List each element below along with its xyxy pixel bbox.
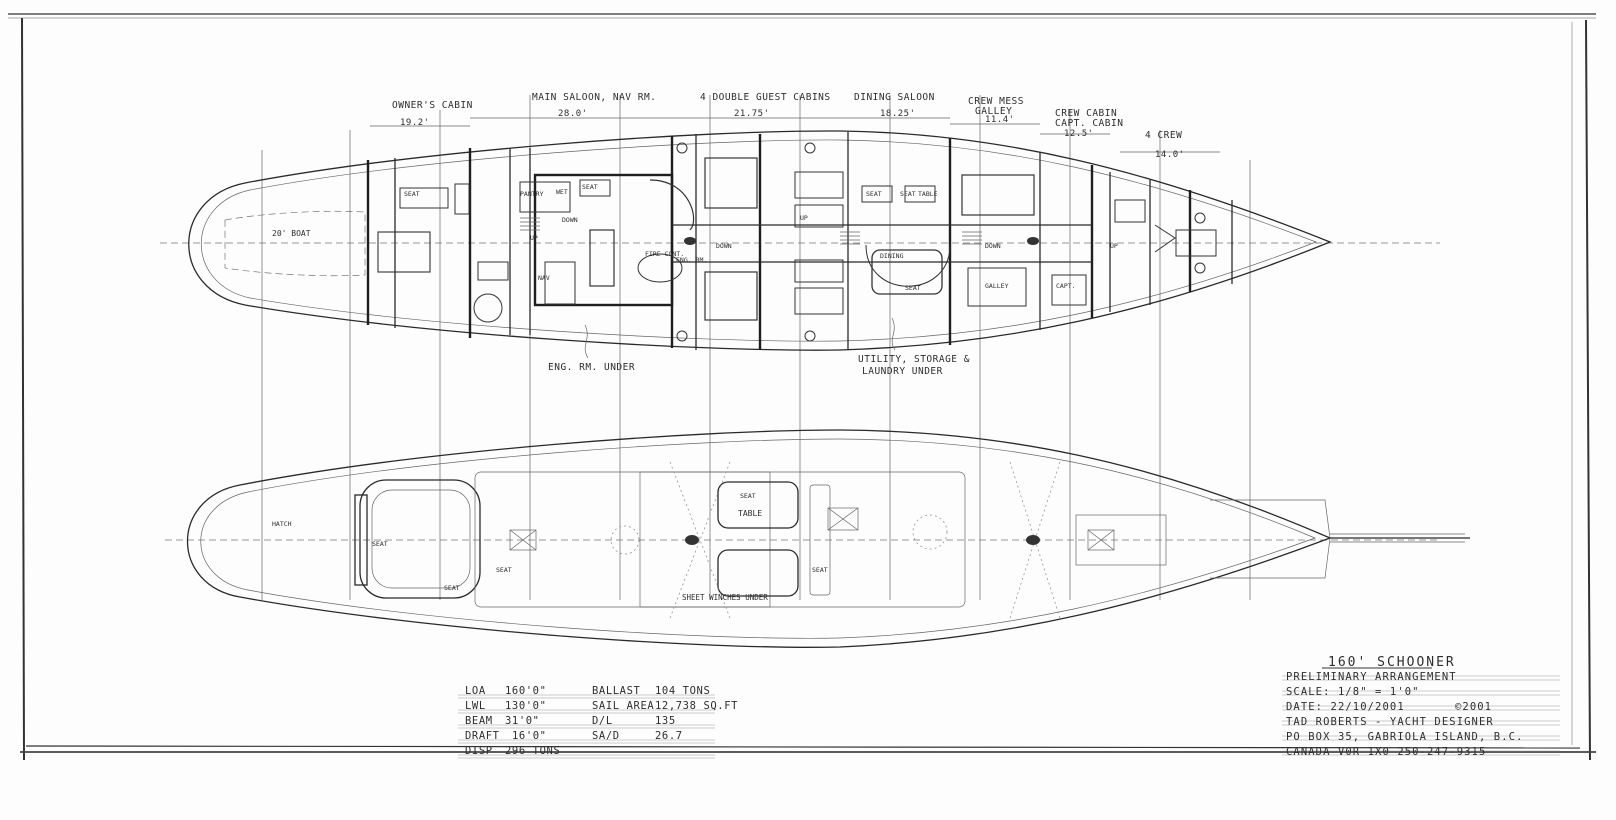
label-table: TABLE <box>918 190 938 198</box>
label-eng-rm: ENG. RM. <box>676 256 707 264</box>
deck-plan <box>165 429 1470 648</box>
label-up1: UP <box>530 234 538 242</box>
dim-crew-cabin: 12.5' <box>1064 129 1094 139</box>
dim-owners: 19.2' <box>400 118 430 128</box>
label-seat4: SEAT <box>900 190 916 198</box>
label-down1: DOWN <box>562 216 578 224</box>
label-seat1: SEAT <box>404 190 420 198</box>
spec-sad-value: 26.7 <box>655 730 683 742</box>
label-fire-cont: FIRE CONT. <box>645 250 684 258</box>
spec-loa-value: 160'0" <box>505 685 547 697</box>
title-block-line1: PRELIMINARY ARRANGEMENT <box>1286 671 1457 683</box>
label-crew-cabin: CREW CABIN <box>1055 108 1117 119</box>
label-galley: GALLEY <box>985 282 1009 290</box>
spec-dl-label: D/L <box>592 715 613 727</box>
accommodation-labels: OWNER'S CABIN MAIN SALOON, NAV RM. 4 DOU… <box>272 92 1185 377</box>
dim-guest: 21.75' <box>734 109 770 119</box>
label-pantry: PANTRY <box>520 190 544 198</box>
accommodation-plan <box>160 117 1440 359</box>
spec-disp-label: DISP <box>465 745 493 757</box>
label-owners-cabin: OWNER'S CABIN <box>392 100 473 111</box>
station-lines <box>261 95 1251 600</box>
title-block-copyright: ©2001 <box>1455 701 1492 713</box>
callout-utility-2: LAUNDRY UNDER <box>862 366 943 377</box>
spec-ballast-value: 104 TONS <box>655 685 710 697</box>
title-block-date: DATE: 22/10/2001 <box>1286 701 1405 713</box>
spec-draft-value: 16'0" <box>512 730 547 742</box>
label-deck-seat-c: SEAT <box>496 566 512 574</box>
label-deck-table: TABLE <box>738 509 762 518</box>
hull-outline-upper <box>188 130 1332 351</box>
label-seat5: SEAT <box>905 284 921 292</box>
label-guest-cabins: 4 DOUBLE GUEST CABINS <box>700 92 831 103</box>
spec-loa-label: LOA <box>465 685 486 697</box>
label-capt: CAPT. <box>1056 282 1076 290</box>
spec-sad-label: SA/D <box>592 730 620 742</box>
spec-ballast-label: BALLAST <box>592 685 641 697</box>
label-deck-seat-a: SEAT <box>372 540 388 548</box>
callout-utility-1: UTILITY, STORAGE & <box>858 354 970 365</box>
dim-four-crew: 14.0' <box>1155 150 1185 160</box>
spec-sail-area-label: SAIL AREA <box>592 700 654 712</box>
label-down3: DOWN <box>985 242 1001 250</box>
spec-disp-value: 296 TONS <box>505 745 560 757</box>
callout-eng-under: ENG. RM. UNDER <box>548 362 635 373</box>
spec-lwl-value: 130'0" <box>505 700 547 712</box>
label-seat3: SEAT <box>866 190 882 198</box>
title-block-address1: PO BOX 35, GABRIOLA ISLAND, B.C. <box>1286 731 1524 743</box>
title-block-scale: SCALE: 1/8" = 1'0" <box>1286 686 1420 698</box>
title-block: 160' SCHOONER PRELIMINARY ARRANGEMENT SC… <box>1282 655 1560 758</box>
label-boat: 20' BOAT <box>272 229 311 238</box>
label-deck-seat-d: SEAT <box>740 492 756 500</box>
label-winches: SHEET WINCHES UNDER <box>682 593 768 602</box>
dim-dining: 18.25' <box>880 109 916 119</box>
label-dining-room: DINING <box>880 252 904 260</box>
specs-table: LOA 160'0" LWL 130'0" BEAM 31'0" DRAFT 1… <box>458 685 738 759</box>
title-block-address2: CANADA V0R 1X0 250-247-9315 <box>1286 746 1486 758</box>
label-nav: NAV <box>538 274 550 282</box>
label-wet: WET <box>556 188 568 196</box>
label-deck-seat-b: SEAT <box>444 584 460 592</box>
deck-labels: HATCH SEAT SEAT SEAT SEAT SEAT TABLE SHE… <box>272 492 828 602</box>
label-up3: UP <box>1110 242 1118 250</box>
label-four-crew: 4 CREW <box>1145 130 1182 141</box>
spec-beam-label: BEAM <box>465 715 493 727</box>
title-block-title: 160' SCHOONER <box>1328 655 1456 670</box>
label-hatch: HATCH <box>272 520 292 528</box>
label-deck-seat-e: SEAT <box>812 566 828 574</box>
label-dining-saloon: DINING SALOON <box>854 92 935 103</box>
spec-draft-label: DRAFT <box>465 730 500 742</box>
spec-lwl-label: LWL <box>465 700 486 712</box>
dim-crew-mess: 11.4' <box>985 115 1015 125</box>
label-galley-top: GALLEY <box>975 106 1012 117</box>
spec-beam-value: 31'0" <box>505 715 540 727</box>
label-seat2: SEAT <box>582 183 598 191</box>
label-down2: DOWN <box>716 242 732 250</box>
label-up2: UP <box>800 214 808 222</box>
sheet-border <box>8 13 1596 761</box>
spec-dl-value: 135 <box>655 715 676 727</box>
hull-outline-deck <box>186 429 1332 648</box>
title-block-designer: TAD ROBERTS - YACHT DESIGNER <box>1286 716 1494 728</box>
dim-saloon: 28.0' <box>558 109 588 119</box>
label-crew-mess: CREW MESS <box>968 96 1024 107</box>
spec-sail-area-value: 12,738 SQ.FT <box>655 700 738 712</box>
label-main-saloon: MAIN SALOON, NAV RM. <box>532 92 656 103</box>
label-capt-cabin: CAPT. CABIN <box>1055 118 1123 129</box>
